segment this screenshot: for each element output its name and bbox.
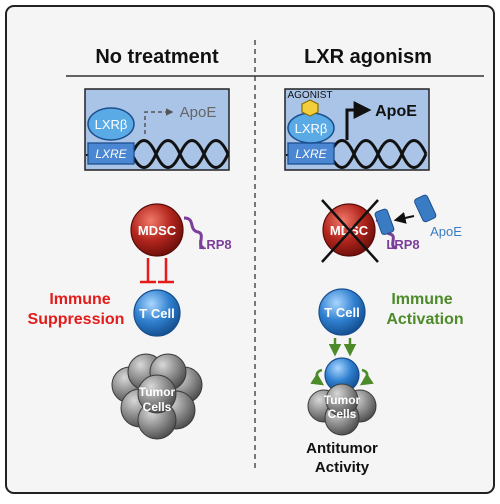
killing-arrow-right: [359, 368, 374, 386]
right-title: LXR agonism: [304, 46, 432, 68]
left-weak-expression-arrow: [144, 108, 174, 134]
agonist-label: AGONIST: [287, 90, 332, 101]
left-mdsc-label: MDSC: [138, 223, 177, 238]
left-title: No treatment: [95, 46, 219, 68]
outcome-line1: Antitumor: [306, 440, 378, 457]
killing-arrow-left: [310, 368, 325, 386]
right-lxre-label: LXRE: [295, 147, 327, 161]
right-tcell-label: T Cell: [324, 305, 359, 320]
left-apoe-gene: ApoE: [180, 104, 217, 121]
left-lrp8-label: LRP8: [198, 237, 231, 252]
activation-arrows: [328, 338, 357, 357]
left-mdsc-cell: [130, 203, 184, 257]
left-effect-line1: Immune: [49, 291, 110, 308]
left-tumor-cluster: [111, 353, 203, 440]
left-lxre-label: LXRE: [95, 147, 127, 161]
agonist-molecule: [301, 99, 319, 117]
right-tumor-cluster: [307, 383, 377, 436]
right-effect-line2: Activation: [386, 311, 463, 328]
left-lrp8-receptor: [183, 216, 205, 250]
right-expression-arrow: [345, 101, 372, 140]
right-effect-line1: Immune: [391, 291, 452, 308]
left-tumor-line1: Tumor: [139, 385, 176, 399]
right-gene-box: LXRE LXRβ AGONIST ApoE: [284, 88, 430, 171]
left-tumor-line2: Cells: [143, 400, 172, 414]
left-t-cell: [133, 289, 181, 337]
left-inhibition-arrows: [140, 258, 174, 284]
right-lxr-label: LXRβ: [295, 121, 328, 136]
right-apoe-gene: ApoE: [375, 103, 417, 120]
left-gene-box: LXRE LXRβ ApoE: [84, 88, 230, 171]
left-lxr-label: LXRβ: [95, 117, 128, 132]
right-t-cell: [318, 288, 366, 336]
left-effect-line2: Suppression: [28, 311, 125, 328]
outcome-line2: Activity: [315, 459, 370, 476]
mdsc-depletion-cross: [321, 199, 379, 263]
apoe-binding-arrow: [393, 212, 415, 224]
left-lxre-element: [87, 142, 135, 165]
right-apoe-protein-label: ApoE: [430, 224, 462, 239]
right-tumor-line1: Tumor: [324, 393, 361, 407]
right-tumor-line2: Cells: [328, 407, 357, 421]
right-lrp8-label: LRP8: [386, 237, 419, 252]
left-tcell-label: T Cell: [139, 306, 174, 321]
outer-frame: [5, 5, 495, 494]
apoe-bound-protein: [374, 208, 395, 235]
apoe-free-protein: [414, 194, 437, 223]
left-lxr-receptor: [87, 107, 135, 141]
